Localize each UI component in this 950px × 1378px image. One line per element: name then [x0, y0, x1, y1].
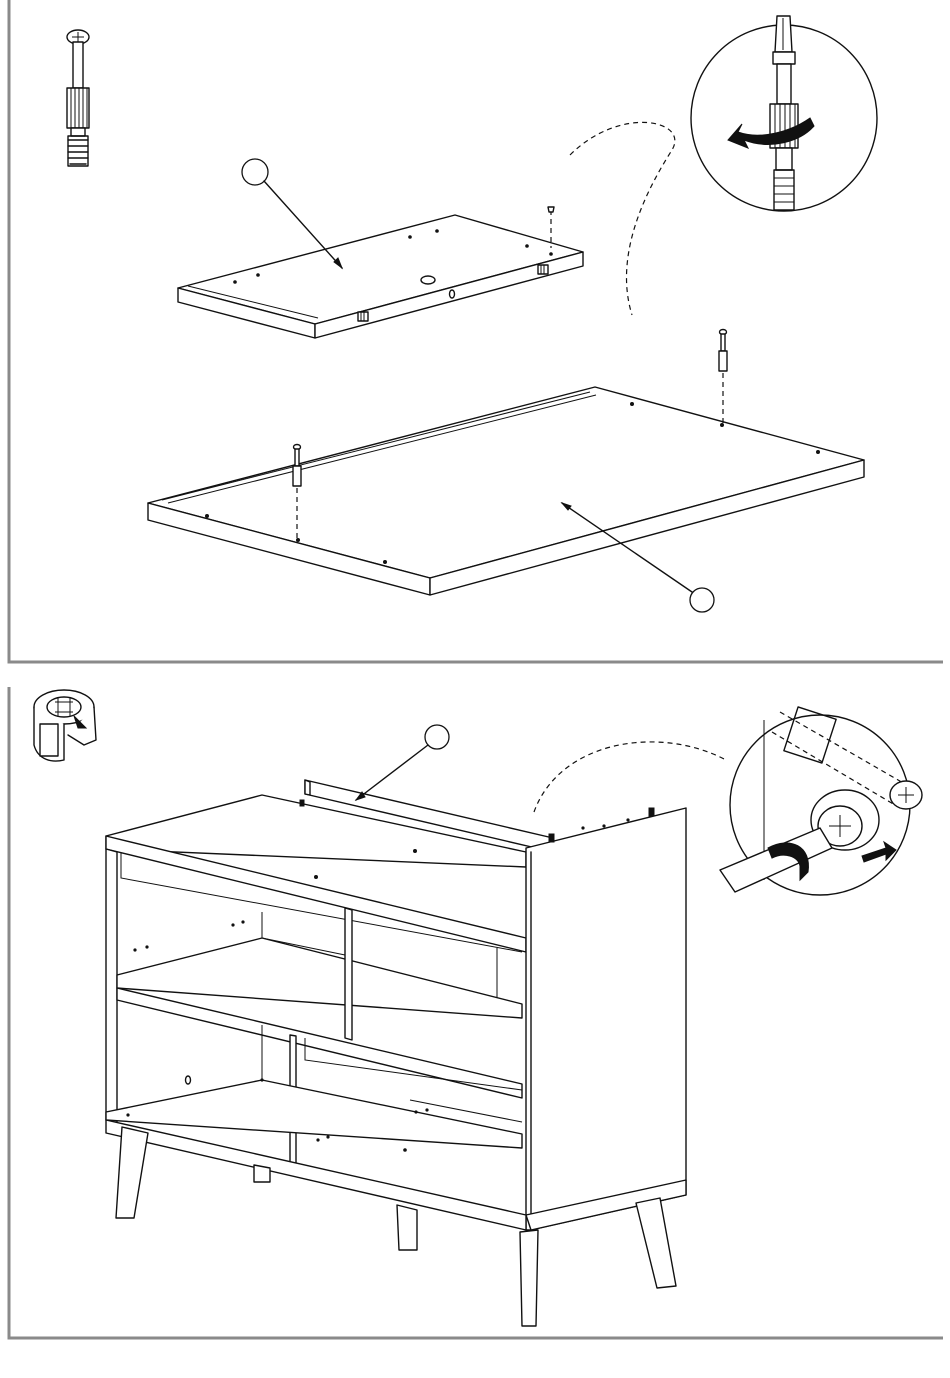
dowel-screw-icon: [67, 30, 89, 166]
screwdriver-tightening-detail-icon: [691, 16, 877, 211]
step-bottom-panel: [9, 687, 943, 1338]
cabinet: [106, 725, 686, 1326]
upper-board: [178, 159, 583, 338]
cam-lock-icon: [34, 690, 96, 761]
cam-fitting: [358, 312, 368, 321]
detail-link-arc: [534, 742, 726, 812]
part-callout-c: [425, 725, 449, 749]
part-callout-b: [690, 588, 714, 612]
cam-fitting: [538, 265, 548, 274]
step-top-panel: [9, 0, 943, 662]
detail-link-arc: [570, 122, 675, 315]
lower-board: [148, 330, 864, 613]
dowel-screw: [719, 330, 727, 372]
cam-lock-tightening-detail-icon: [720, 707, 922, 895]
